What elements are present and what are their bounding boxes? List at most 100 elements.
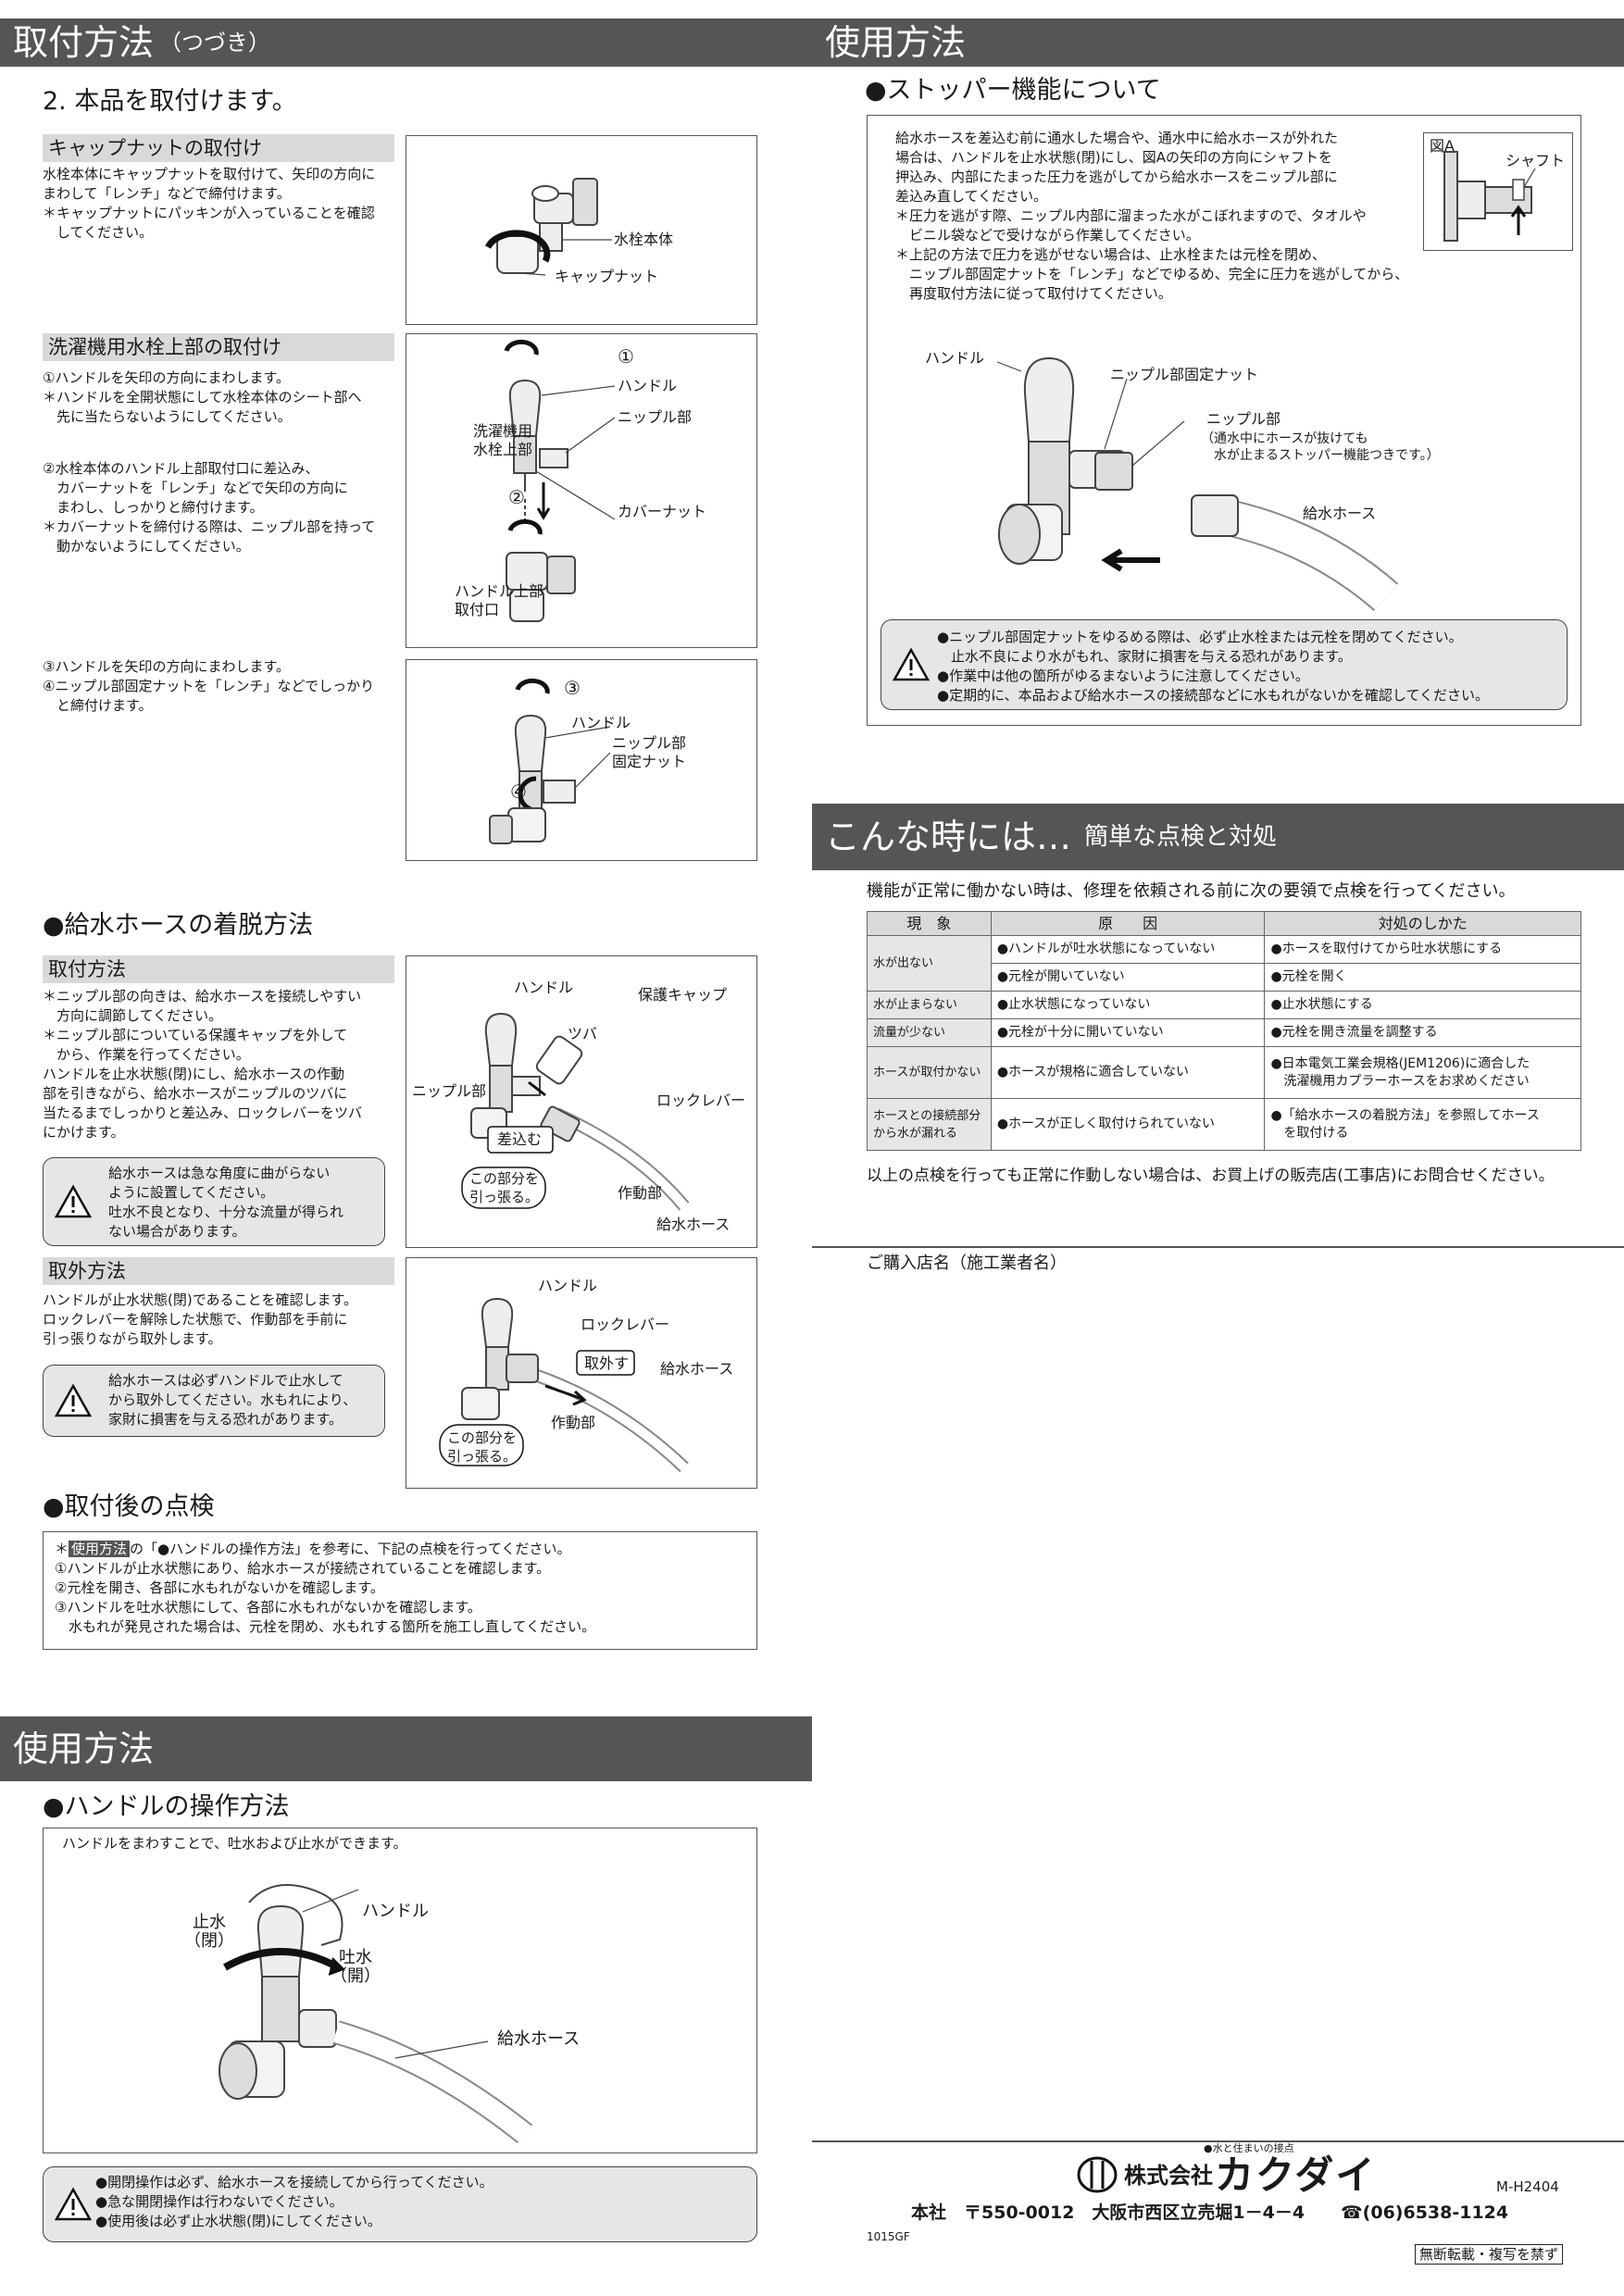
table-row: ●元栓が開いていない ●元栓を開く [868,963,1581,992]
cap-nut-figure: 水栓本体 キャップナット [406,135,757,325]
usage-left-title: 使用方法 [13,1728,155,1769]
fig-a-n2: ② [508,486,525,508]
remove-hose-label: 給水ホース [660,1360,734,1378]
check-ref-line: ＊使用方法の「●ハンドルの操作方法」を参考に、下記の点検を行ってください。 [55,1540,570,1559]
fig-b-n3: ③ [564,677,581,699]
trouble-fix: ●「給水ホースの着脱方法」を参照してホース を取付ける [1264,1098,1581,1151]
trouble-symptom: 水が出ない [867,935,992,992]
attach-cap-label: 保護キャップ [638,986,728,1004]
attach-lever-label: ロックレバー [656,1092,746,1109]
attach-hose-label: 給水ホース [656,1216,731,1233]
check-box: ＊使用方法の「●ハンドルの操作方法」を参考に、下記の点検を行ってください。 ①ハ… [43,1531,757,1650]
hose-attach-illustration [461,1012,690,1211]
step2-heading: 2. 本品を取付けます。 [43,87,297,116]
trouble-fix: ●元栓を開く [1264,963,1581,992]
company-logo-icon [1077,2156,1118,2193]
check-ref-rest: の「●ハンドルの操作方法」を参考に、下記の点検を行ってください。 [130,1541,571,1557]
stopper-fixnut-label: ニップル部固定ナット [1110,366,1259,383]
left-header-sub: （つづき） [159,30,271,56]
usage-handle-label: ハンドル [362,1902,429,1921]
washer-top-figure-b: ③ ハンドル ニップル部 固定ナット ④ [406,659,757,861]
fig-a-mount-label: ハンドル上部 取付口 [455,582,544,618]
attach-insert-label: 差込む [497,1130,543,1148]
hose-heading: ●給水ホースの着脱方法 [43,911,314,940]
usage-left-heading: ●ハンドルの操作方法 [43,1792,290,1821]
fig-a-shaft-label: シャフト [1505,152,1566,169]
fig-a-box: 図A シャフト [1423,132,1573,251]
stopper-figure: 給水ホースを差込む前に通水した場合や、通水中に給水ホースが外れた 場合は、ハンド… [867,115,1581,726]
table-row: 流量が少ない ●元栓が十分に開いていない ●元栓を開き流量を調整する [867,1018,1581,1047]
remove-lever-label: ロックレバー [581,1316,670,1333]
usage-left-intro: ハンドルをまわすことで、吐水および止水ができます。 [62,1835,407,1852]
trouble-symptom: 水が止まらない [867,991,992,1019]
washer-top-bar: 洗濯機用水栓上部の取付け [43,333,394,361]
stopper-nipple-label: ニップル部 [1206,410,1281,428]
company-phone: ☎(06)6538-1124 [1341,2202,1509,2223]
check-ref-prefix: ＊ [55,1541,69,1557]
fig-a-n1: ① [618,345,634,368]
left-header-band: 取付方法（つづき） [0,19,812,67]
company-name: カクダイ [1215,2152,1377,2198]
cap-nut-body-label: 水栓本体 [614,231,674,248]
stopper-hose-label: 給水ホース [1303,505,1377,522]
handle-operation-illustration [219,1884,533,2144]
washer-top-text1: ①ハンドルを矢印の方向にまわします。 ＊ハンドルを全開状態にして水栓本体のシート… [43,369,362,425]
trouble-fix: ●日本電気工業会規格(JEM1206)に適合した 洗濯機用カプラーホースをお求め… [1264,1046,1581,1099]
attach-nipple-label: ニップル部 [412,1082,487,1100]
trouble-band: こんな時には… 簡単な点検と対処 [812,804,1624,870]
hose-remove-warning-text: 給水ホースは必ずハンドルで止水して から取外してください。水もれにより、 家財に… [108,1372,357,1428]
trouble-cause: ●止水状態になっていない [990,991,1266,1019]
trouble-footer: 以上の点検を行っても正常に作動しない場合は、お買上げの販売店(工事店)にお問合せ… [867,1167,1555,1185]
hose-attach-figure: ハンドル 保護キャップ ツバ ニップル部 ロックレバー 差込む この部分を 引っ… [406,955,757,1248]
left-header-title: 取付方法 [13,22,155,63]
company-tagline: ●水と住まいの接点 [1204,2142,1294,2154]
warning-icon [54,2187,93,2221]
attach-tsuba-label: ツバ [568,1025,598,1042]
usage-right-title: 使用方法 [825,22,967,63]
company-divider [812,2140,1624,2142]
remove-remove-label: 取外す [584,1354,630,1372]
trouble-header-fix: 対処のしかた [1264,911,1581,936]
attach-pull-label: この部分を 引っ張る。 [469,1170,540,1205]
remove-action-label: 作動部 [551,1414,596,1431]
usage-left-warning: ●開閉操作は必ず、給水ホースを接続してから行ってください。 ●急な開閉操作は行わ… [43,2166,757,2242]
upper-assembly-illustration [504,339,616,622]
stopper-illustration [996,356,1399,612]
trouble-table: 現 象 原 因 対処のしかた 水が出ない ●ハンドルが吐水状態になっていない ●… [867,911,1581,1151]
trouble-sub: 簡単な点検と対処 [1084,823,1278,851]
cap-nut-nut-label: キャップナット [555,268,659,285]
purchase-divider [812,1246,1624,1248]
trouble-fix: ●止水状態にする [1264,991,1581,1019]
trouble-fix: ●元栓を開き流量を調整する [1264,1018,1581,1047]
trouble-symptom: 流量が少ない [867,1018,992,1047]
washer-top-figure-a: ① ハンドル ニップル部 洗濯機用 水栓上部 ② カバーナット ハンドル上部 取… [406,333,757,648]
fig-b-fixnut-label: ニップル部 固定ナット [612,734,687,770]
cap-nut-text: 水栓本体にキャップナットを取付けて、矢印の方向に まわして「レンチ」などで締付け… [43,166,376,241]
check-lines: ①ハンドルが止水状態にあり、給水ホースが接続されていることを確認します。 ②元栓… [55,1560,596,1635]
company-notice: 無断転載・複写を禁ず [1415,2244,1564,2265]
faucet-body-illustration [484,178,612,276]
remove-pull-label: この部分を 引っ張る。 [447,1429,518,1465]
company-kabu: 株式会社 [1124,2163,1213,2189]
stopper-warning: ●ニップル部固定ナットをゆるめる際は、必ず止水栓または元栓を閉めてください。 止… [881,619,1568,710]
fig-b-n4: ④ [510,780,527,803]
check-ref-tag: 使用方法 [69,1541,131,1557]
fig-a-nipple-label: ニップル部 [618,408,693,426]
hose-attach-warning-text: 給水ホースは急な角度に曲がらない ように設置してください。 吐水不良となり、十分… [108,1165,344,1240]
remove-handle-label: ハンドル [538,1277,598,1294]
trouble-header-cause: 原 因 [990,911,1266,936]
hose-remove-bar: 取外方法 [43,1257,394,1285]
cap-nut-bar: キャップナットの取付け [43,134,394,162]
company-model: M-H2404 [1496,2178,1559,2195]
usage-open-label: 吐水 （開） [331,1948,381,1986]
hose-attach-warning: 給水ホースは急な角度に曲がらない ように設置してください。 吐水不良となり、十分… [43,1157,385,1246]
fig-a-cover-label: カバーナット [618,503,707,520]
usage-left-warning-text: ●開閉操作は必ず、給水ホースを接続してから行ってください。 ●急な開閉操作は行わ… [95,2174,493,2229]
trouble-title: こんな時には… [825,817,1072,857]
trouble-symptom: ホースとの接続部分 から水が漏れる [867,1098,992,1151]
hose-remove-warning: 給水ホースは必ずハンドルで止水して から取外してください。水もれにより、 家財に… [43,1365,385,1437]
hose-attach-text: ＊ニップル部の向きは、給水ホースを接続しやすい 方向に調節してください。 ＊ニッ… [43,988,363,1141]
stopper-text: 給水ホースを差込む前に通水した場合や、通水中に給水ホースが外れた 場合は、ハンド… [895,130,1409,302]
shaft-illustration [1443,151,1536,242]
table-row: 水が出ない ●ハンドルが吐水状態になっていない ●ホースを取付けてから吐水状態に… [867,935,1581,992]
